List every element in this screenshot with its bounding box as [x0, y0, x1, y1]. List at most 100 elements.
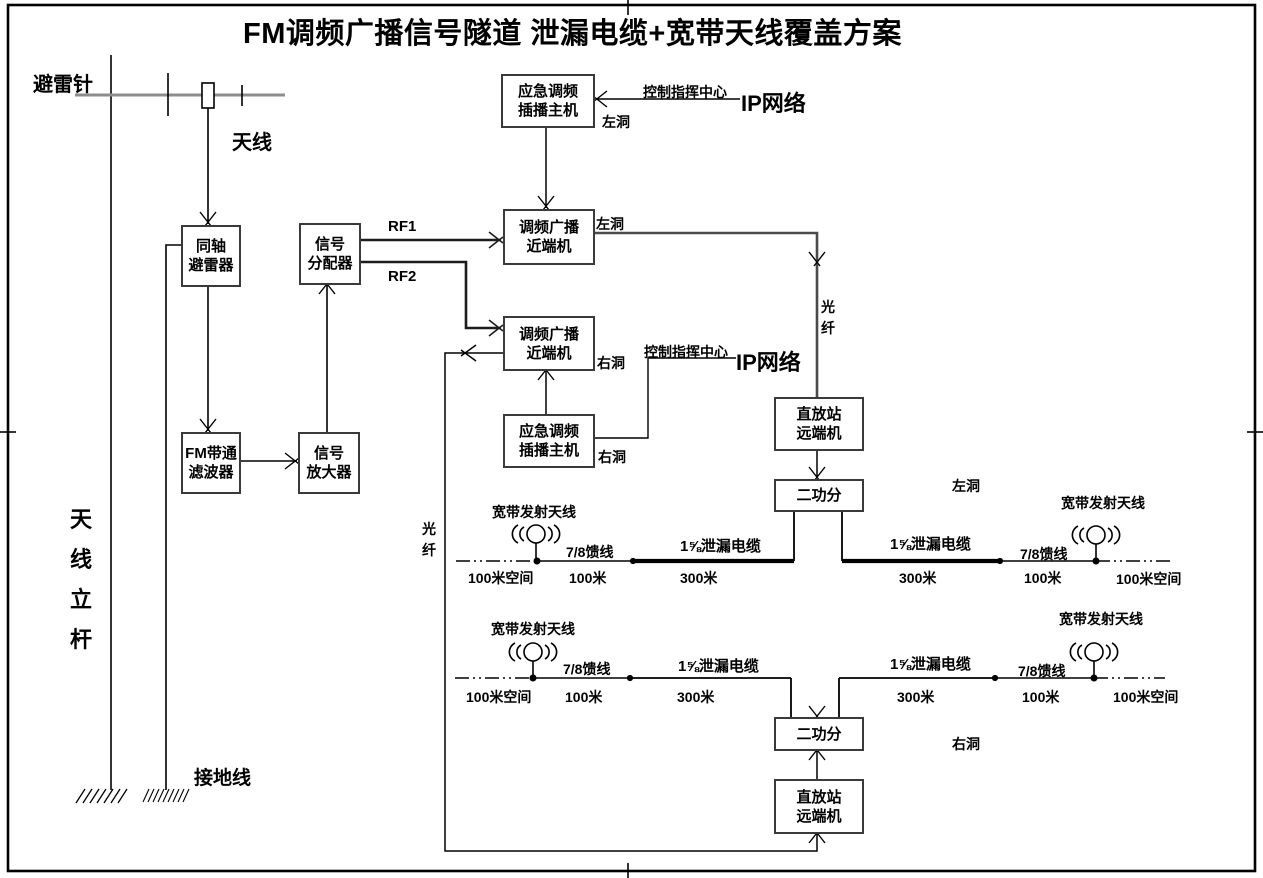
- feeder-label: 7/8馈线: [566, 544, 614, 560]
- signal-amplifier-box: 信号 放大器: [298, 432, 360, 494]
- box-label: FM带通: [185, 445, 237, 462]
- broadband-antenna-label: 宽带发射天线: [1059, 611, 1143, 627]
- repeater-remote-box-left: 直放站 远端机: [774, 397, 864, 451]
- distance-label: 300米: [899, 570, 937, 586]
- rf2-label: RF2: [388, 268, 417, 285]
- rf-links: [357, 231, 504, 337]
- broadband-antenna-label: 宽带发射天线: [492, 504, 576, 520]
- fiber-left-tunnel: [591, 231, 843, 561]
- box-label: 二功分: [796, 487, 842, 504]
- arrow-left-icon: [460, 344, 477, 362]
- ground-symbol-left: [75, 788, 128, 804]
- feeder-label: 7/8馈线: [1018, 663, 1066, 679]
- box-label: 信号: [314, 236, 345, 253]
- diagram-title: FM调频广播信号隧道 泄漏电缆+宽带天线覆盖方案: [243, 18, 902, 50]
- feeder-label: 7/8馈线: [1020, 546, 1068, 562]
- distance-label: 100米: [1022, 689, 1060, 705]
- fm-near-end-box-right: 调频广播 近端机: [503, 316, 595, 371]
- control-center-label: 控制指挥中心: [644, 344, 728, 360]
- distance-label: 100米: [569, 570, 607, 586]
- left-tunnel-label: 左洞: [596, 216, 624, 232]
- rf1-label: RF1: [388, 218, 417, 235]
- box-label: 分配器: [307, 255, 353, 272]
- broadband-antenna-label: 宽带发射天线: [491, 621, 575, 637]
- box-label: 调频广播: [518, 325, 579, 343]
- antenna-mast: [75, 55, 285, 790]
- emergency-host-box-right: 应急调频 插播主机: [503, 414, 595, 468]
- two-way-splitter-box-right: 二功分: [774, 717, 864, 751]
- right-tunnel-label: 右洞: [597, 355, 625, 371]
- two-way-splitter-box-left: 二功分: [774, 479, 864, 512]
- antenna-label: 天线: [232, 132, 272, 154]
- distance-label: 100米空间: [466, 689, 532, 705]
- optical-fiber-label: 光纤: [422, 521, 436, 558]
- left-tunnel-label: 左洞: [602, 114, 630, 130]
- box-label: 调频广播: [518, 219, 579, 236]
- ground-wire-label: 接地线: [194, 768, 252, 789]
- box-label: 直放站: [796, 788, 842, 806]
- box-label: 二功分: [796, 725, 842, 743]
- box-label: 直放站: [796, 406, 842, 423]
- emergency-host-box-left: 应急调频 插播主机: [501, 74, 595, 128]
- broadband-antenna-label: 宽带发射天线: [1061, 495, 1145, 511]
- arrow-down-icon: [808, 466, 826, 482]
- fiber-right-tunnel: [444, 344, 840, 852]
- arrow-right-icon: [284, 452, 300, 470]
- leaky-cable-label: 1⅝泄漏电缆: [890, 536, 971, 553]
- broadband-antenna-icon: [1069, 642, 1119, 678]
- box-label: 插播主机: [517, 102, 578, 119]
- box-label: 近端机: [526, 238, 572, 255]
- box-label: 远端机: [796, 807, 842, 825]
- box-label: 插播主机: [518, 442, 579, 459]
- right-tunnel-label: 右洞: [952, 736, 980, 752]
- arrow-down-icon: [199, 418, 217, 434]
- left-tunnel-label: 左洞: [952, 478, 980, 494]
- coaxial-arrester-box: 同轴 避雷器: [181, 225, 241, 287]
- box-label: 近端机: [526, 344, 572, 362]
- tunnel-line-left: [456, 557, 1174, 565]
- repeater-remote-box-right: 直放站 远端机: [774, 779, 864, 834]
- distance-label: 100米: [565, 689, 603, 705]
- distance-label: 300米: [897, 689, 935, 705]
- box-label: 信号: [313, 445, 344, 462]
- distance-label: 300米: [677, 689, 715, 705]
- ip-network-label: IP网络: [736, 350, 801, 375]
- fm-near-end-box-left: 调频广播 近端机: [503, 209, 595, 265]
- box-label: 滤波器: [188, 464, 234, 481]
- arrow-down-icon: [808, 251, 826, 267]
- feeder-label: 7/8馈线: [563, 661, 611, 677]
- right-tunnel-label: 右洞: [598, 449, 626, 465]
- broadband-antenna-icon: [1071, 525, 1121, 561]
- broadband-antenna-icon: [508, 642, 558, 678]
- leaky-cable-label: 1⅝泄漏电缆: [680, 538, 761, 555]
- distance-label: 100米空间: [1113, 689, 1179, 705]
- control-center-label: 控制指挥中心: [643, 84, 727, 100]
- ip-network-label: IP网络: [741, 91, 806, 116]
- tunnel-line-right: [455, 674, 1165, 682]
- control-links: [591, 90, 740, 439]
- arrow-down-icon: [537, 195, 555, 211]
- broadband-antenna-icon: [511, 524, 561, 561]
- arrow-left-icon: [592, 90, 608, 108]
- signal-splitter-box: 信号 分配器: [299, 223, 361, 285]
- distance-label: 300米: [680, 570, 718, 586]
- leaky-cable-label: 1⅝泄漏电缆: [678, 658, 759, 675]
- box-label: 避雷器: [188, 257, 234, 274]
- arrow-down-icon: [199, 211, 217, 227]
- distance-label: 100米空间: [468, 570, 534, 586]
- ground-symbol-right: [142, 788, 190, 803]
- distance-label: 100米: [1024, 570, 1062, 586]
- box-label: 应急调频: [517, 83, 578, 100]
- arrow-right-icon: [488, 231, 504, 249]
- distance-label: 100米空间: [1116, 571, 1182, 587]
- arrow-right-icon: [488, 319, 504, 337]
- box-label: 远端机: [796, 425, 842, 442]
- leaky-cable-label: 1⅝泄漏电缆: [890, 656, 971, 673]
- box-label: 应急调频: [518, 423, 579, 440]
- box-label: 同轴: [195, 238, 226, 255]
- optical-fiber-label: 光纤: [821, 299, 835, 336]
- fm-bandpass-filter-box: FM带通 滤波器: [181, 432, 241, 494]
